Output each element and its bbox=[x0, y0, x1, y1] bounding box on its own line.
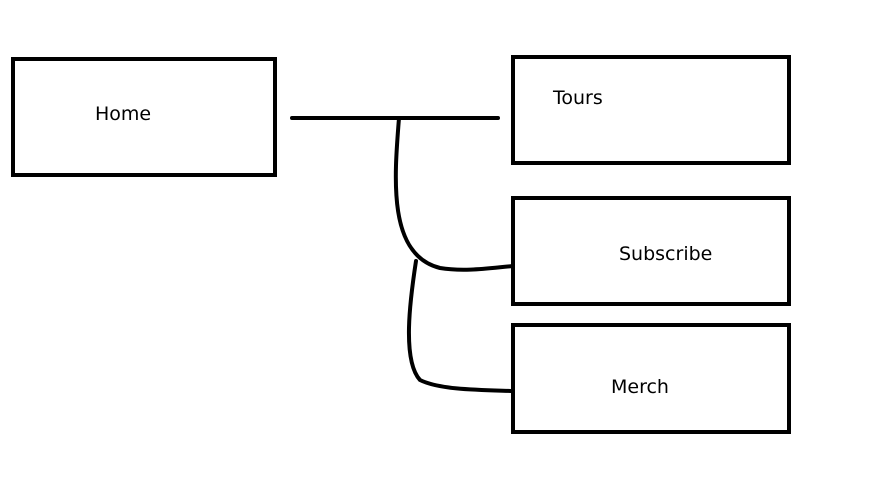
node-home-label: Home bbox=[95, 103, 152, 125]
node-tours-label: Tours bbox=[553, 87, 603, 109]
node-tours: Tours bbox=[511, 55, 791, 165]
node-merch: Merch bbox=[511, 323, 791, 434]
connector-to-merch bbox=[407, 259, 515, 393]
node-home: Home bbox=[11, 57, 277, 177]
node-subscribe: Subscribe bbox=[511, 196, 791, 306]
node-subscribe-label: Subscribe bbox=[619, 243, 713, 265]
node-merch-label: Merch bbox=[611, 376, 669, 398]
connector-to-subscribe bbox=[393, 116, 515, 272]
